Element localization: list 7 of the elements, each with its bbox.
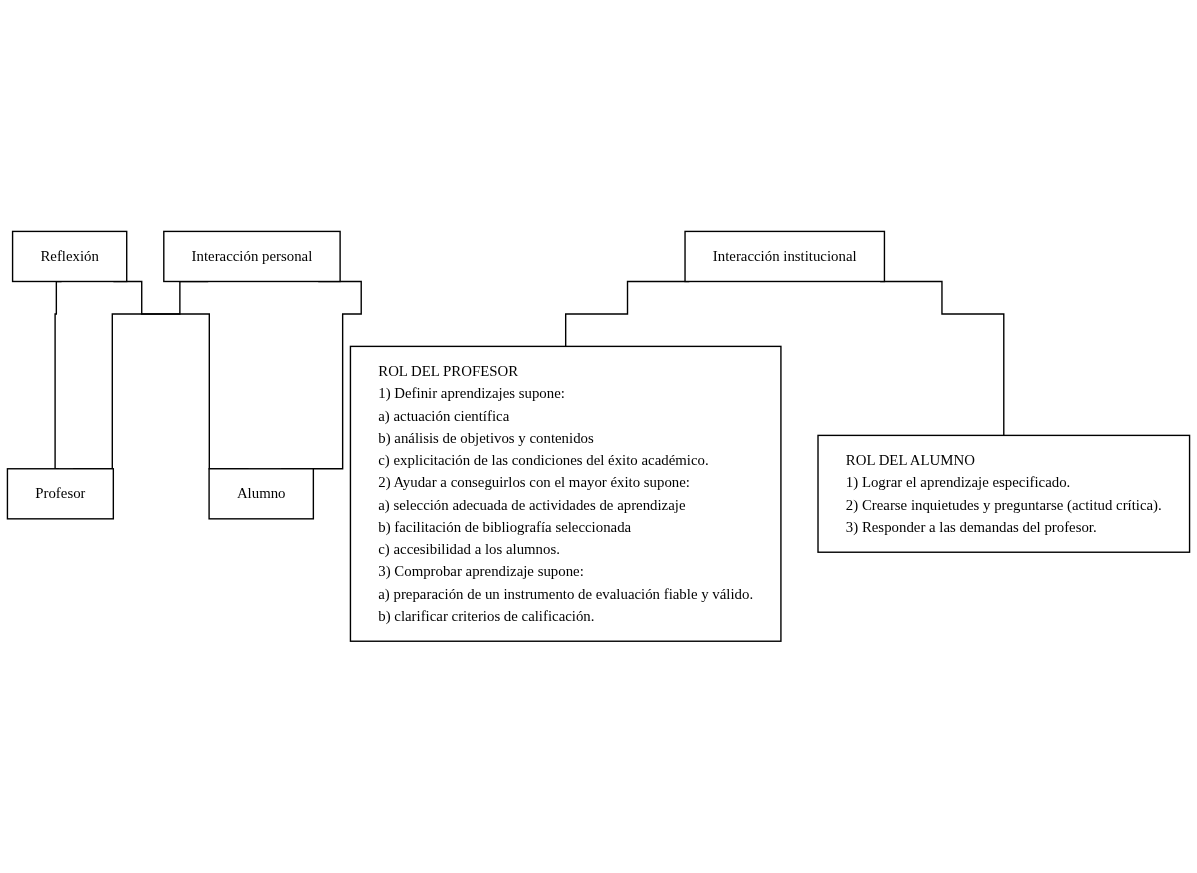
node-box: ROL DEL ALUMNO 1) Lograr el aprendizaje especificado. 2) Crearse inquietudes y preguntarse (actitud crítica). 3) Responder a las demandas del profesor. [817, 434, 1191, 554]
node-box: Interacción personal [163, 230, 341, 283]
node-box: Reflexión [11, 230, 128, 283]
node-box: Profesor [6, 468, 115, 520]
node-box: Alumno [208, 468, 315, 520]
node-box: ROL DEL PROFESOR 1) Definir aprendizajes supone: a) actuación científica b) análisis de objetivos y contenidos c) explicitación de las condiciones del éxito académico. 2) Ayudar a conseguirlos con el mayor éxito supone: a) selección adecuada de actividades de aprendizaje b) facilitación de bibliografía seleccionada c) accesibilidad a los alumnos. 3) Comprobar aprendizaje supone: a) preparación de un instrumento de evaluación fiable y válido. b) clarificar criterios de calificación. [349, 345, 782, 643]
node-box: Interacción institucional [684, 230, 886, 283]
